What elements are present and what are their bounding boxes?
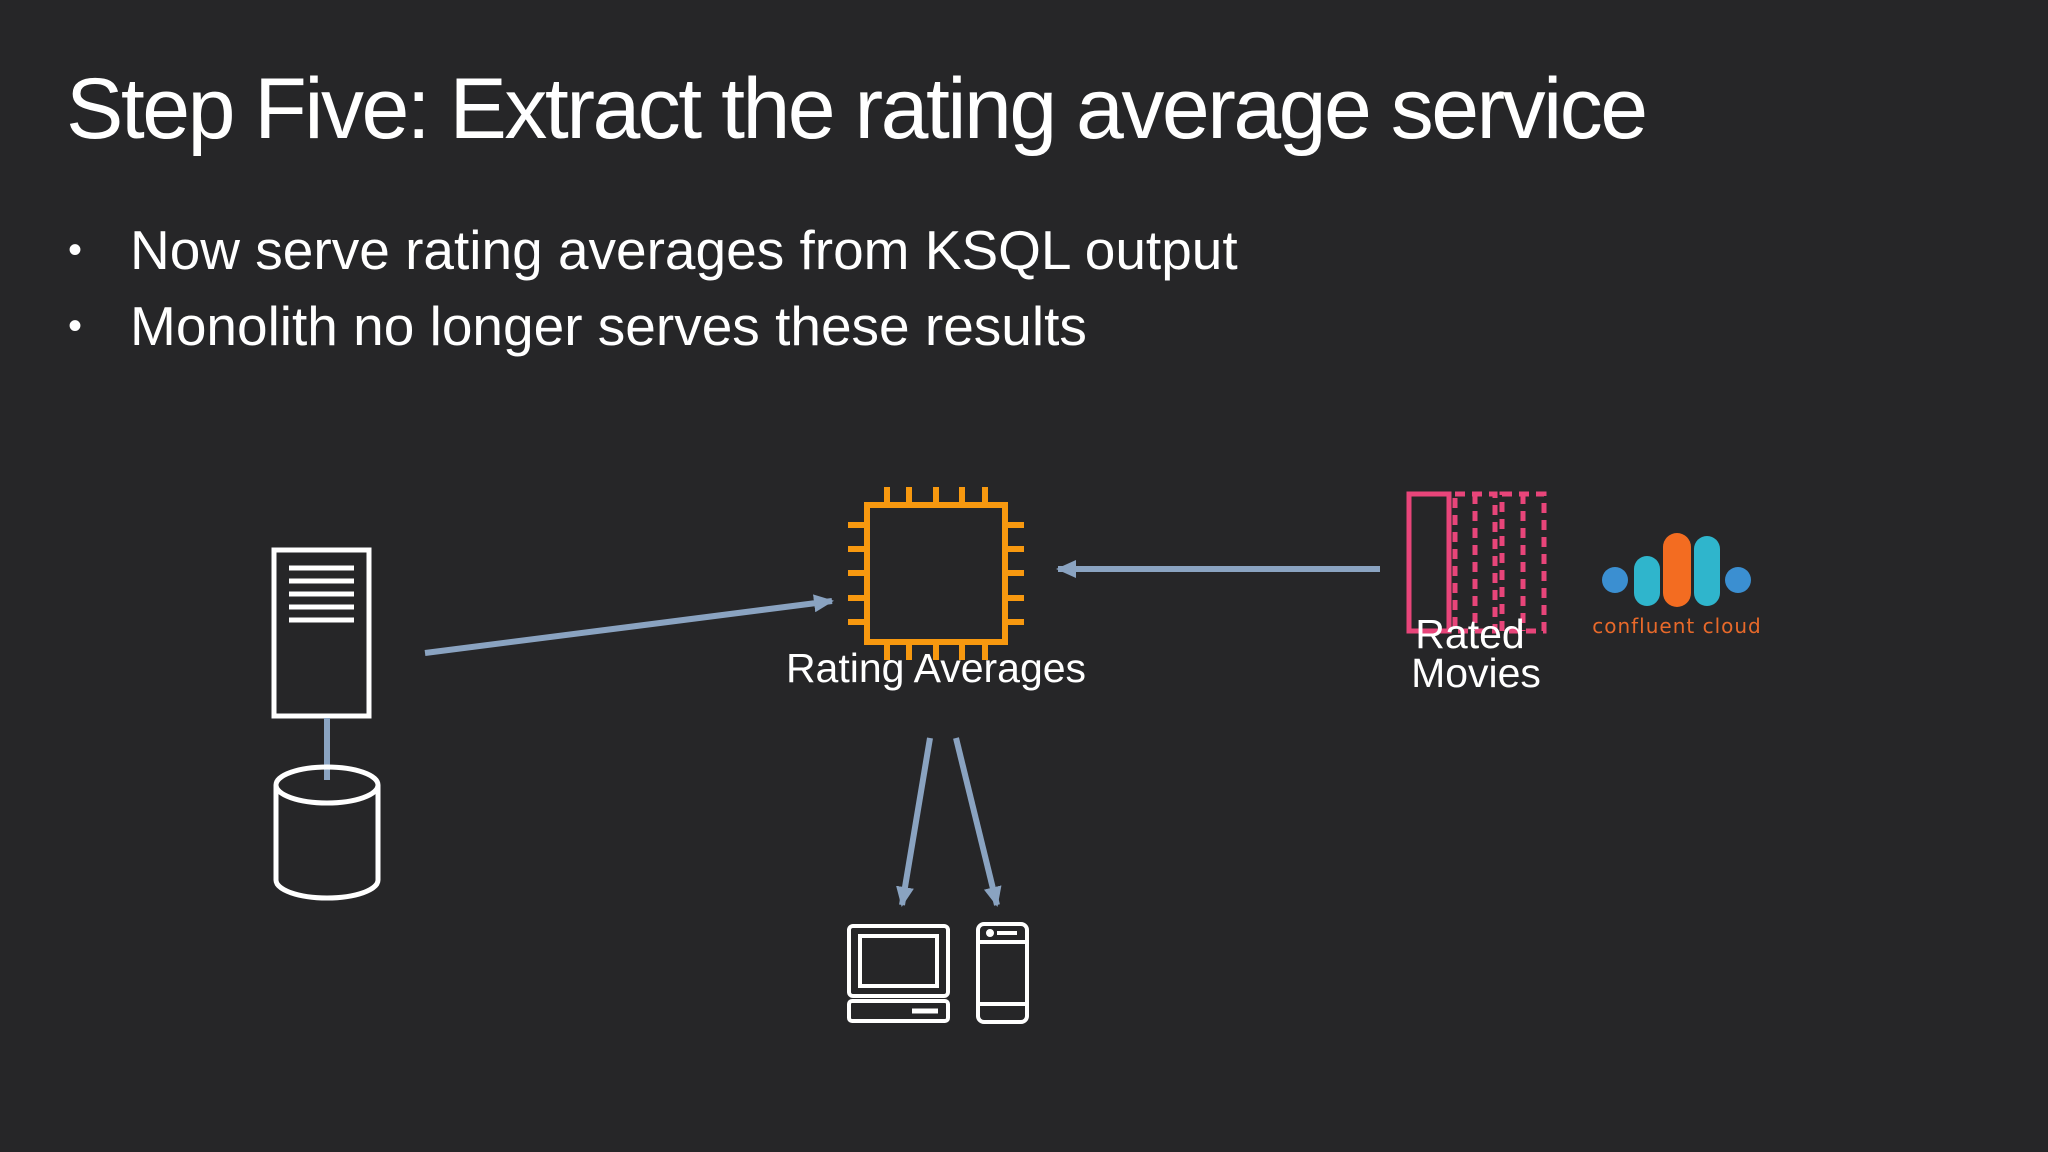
bullet-dot: • <box>68 304 83 348</box>
bullet-dot: • <box>68 228 83 272</box>
rating-averages-label: Rating Averages <box>785 645 1087 691</box>
slide-title: Step Five: Extract the rating average se… <box>66 61 1648 157</box>
server-tower-icon <box>271 547 372 719</box>
chip-icon <box>848 487 1024 660</box>
bullet-list: • Now serve rating averages from KSQL ou… <box>64 212 1238 364</box>
topic-partitions-icon <box>1406 491 1547 634</box>
arrow-to-phone <box>953 737 1002 907</box>
desktop-computer-icon <box>847 924 950 1023</box>
rated-movies-label-line1: Rated <box>1415 611 1525 657</box>
bullet-text: Monolith no longer serves these results <box>130 295 1087 357</box>
arrow-monolith-to-rating-averages <box>424 594 834 656</box>
bullet-item: • Now serve rating averages from KSQL ou… <box>64 212 1238 288</box>
confluent-cloud-logo <box>1602 533 1751 607</box>
rated-movies-label-line2: Movies <box>1411 650 1541 696</box>
arrow-to-desktop <box>896 737 933 907</box>
bullet-item: • Monolith no longer serves these result… <box>64 288 1238 364</box>
mobile-phone-icon <box>976 922 1029 1024</box>
database-cylinder-icon <box>273 764 381 901</box>
bullet-text: Now serve rating averages from KSQL outp… <box>130 219 1238 281</box>
confluent-cloud-text: confluent cloud <box>1592 614 1762 638</box>
